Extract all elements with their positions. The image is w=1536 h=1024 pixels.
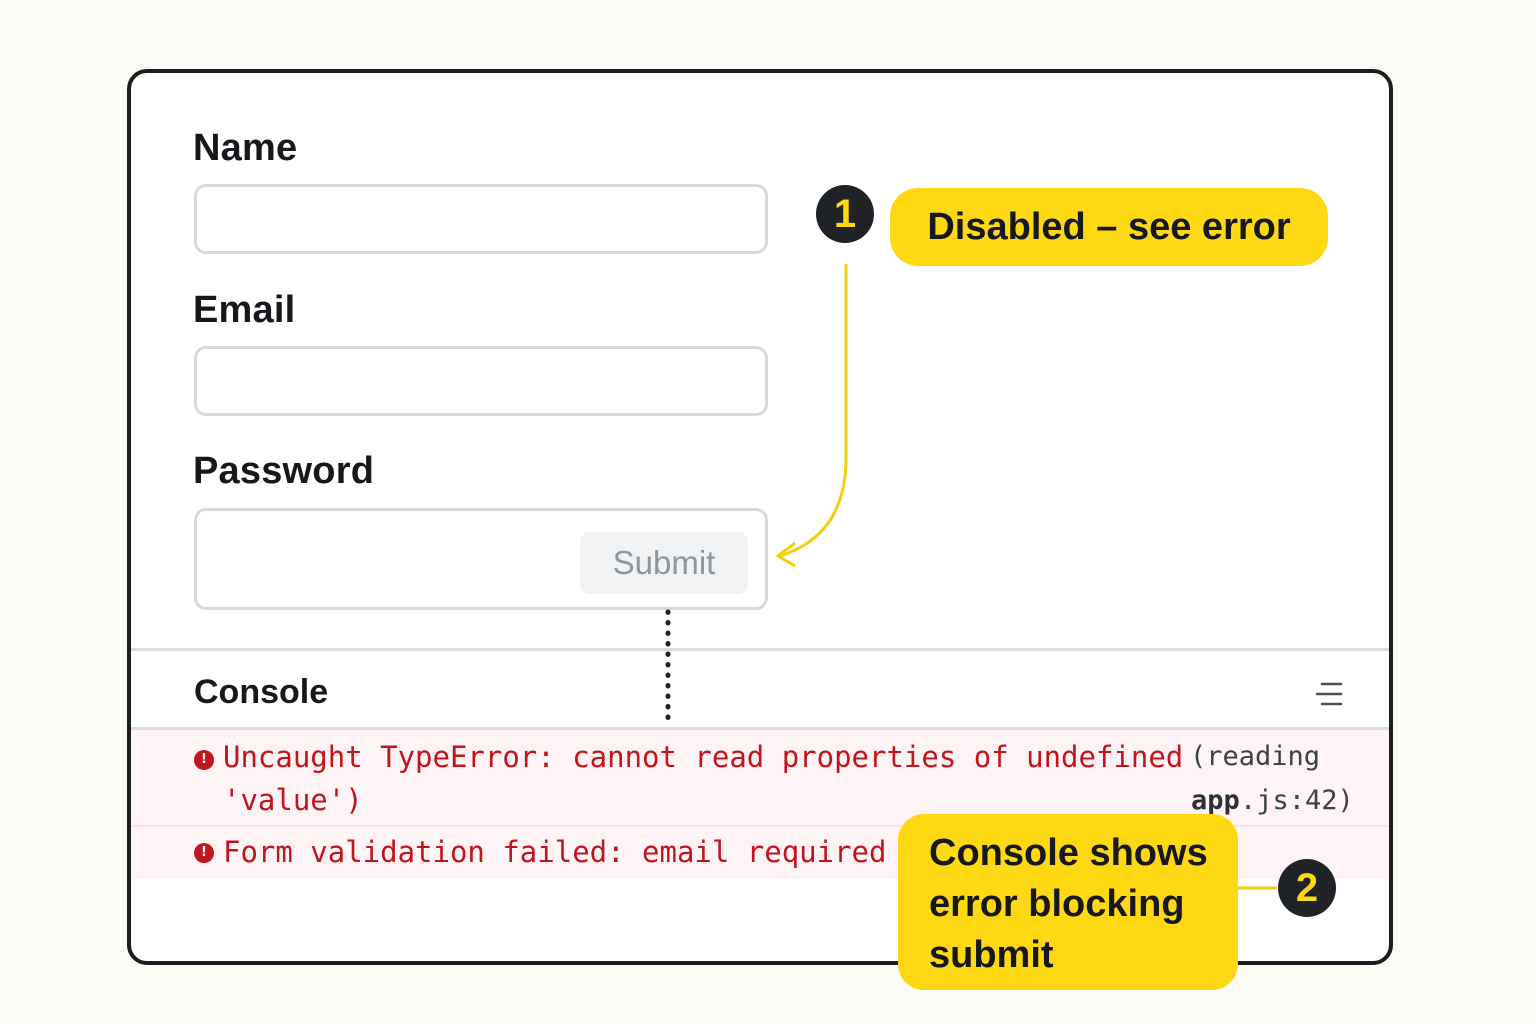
name-label: Name	[193, 127, 298, 169]
annotation-callout-2: Console shows error blocking submit	[898, 814, 1238, 990]
error-source-location[interactable]: .js:42)	[1240, 785, 1354, 816]
error-circle-icon: !	[194, 843, 214, 863]
submit-button[interactable]: Submit	[580, 532, 748, 594]
annotation-badge-1: 1	[816, 185, 874, 243]
email-input[interactable]	[194, 346, 768, 416]
error-message-line2: 'value')	[223, 783, 363, 817]
console-top-divider	[131, 648, 1389, 651]
console-messages: ! Uncaught TypeError: cannot read proper…	[131, 730, 1389, 879]
annotation-callout-1: Disabled – see error	[890, 188, 1328, 266]
menu-lines-icon[interactable]	[1314, 679, 1344, 709]
error-source-file[interactable]: app	[1191, 785, 1240, 816]
error-message-line1: Uncaught TypeError: cannot read properti…	[223, 740, 1184, 774]
console-title: Console	[194, 673, 329, 711]
email-label: Email	[193, 289, 296, 331]
error-message-line1: Form validation failed: email required	[223, 835, 887, 869]
annotation-badge-2: 2	[1278, 859, 1336, 917]
console-header-divider	[131, 727, 1389, 730]
console-error-row: ! Uncaught TypeError: cannot read proper…	[131, 730, 1389, 827]
error-circle-icon: !	[194, 750, 214, 770]
error-meta-reading: (reading	[1190, 741, 1321, 772]
password-label: Password	[193, 450, 375, 492]
name-input[interactable]	[194, 184, 768, 254]
